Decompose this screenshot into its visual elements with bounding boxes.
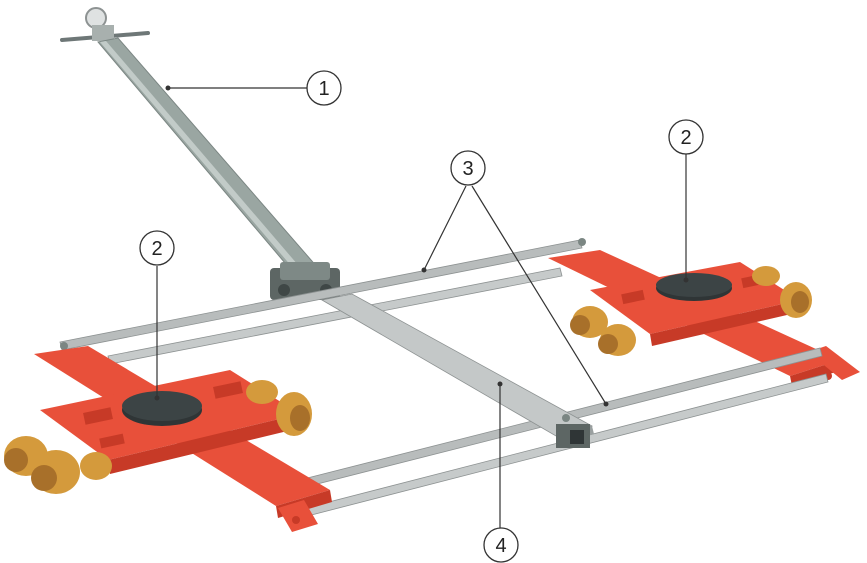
frame-bar-back-outer [59, 239, 583, 351]
centre-clamp-slot [570, 430, 584, 444]
leader-dot [165, 85, 171, 91]
roller [80, 452, 112, 480]
handle-shaft-highlight [100, 41, 304, 274]
callout-1: 1 [306, 70, 342, 106]
roller-hub [791, 291, 809, 313]
callout-circle [450, 150, 486, 186]
bracket-bolt [292, 516, 300, 524]
handle-hinge-top [280, 262, 330, 280]
hinge-pin-left [278, 284, 290, 296]
frame-bolt [578, 238, 586, 246]
roller-hub [598, 334, 618, 354]
leader-dot [683, 277, 689, 283]
callout-2-right: 2 [668, 119, 704, 155]
roller [752, 266, 780, 286]
leader-dot [154, 395, 160, 401]
callout-label: 1 [318, 78, 329, 100]
callout-4: 4 [483, 527, 519, 563]
skate-left-turntable-top [122, 391, 202, 421]
leader-3-a [423, 185, 467, 271]
skate-right-body-side [650, 300, 800, 346]
callout-3: 3 [450, 150, 486, 186]
callout-leaders [156, 87, 687, 528]
skate-right-rollers [570, 266, 812, 356]
leader-dot [497, 381, 503, 387]
skate-left-slot [83, 407, 113, 425]
callout-2-left: 2 [139, 230, 175, 266]
callout-circle [483, 527, 519, 563]
callout-label: 2 [680, 127, 691, 149]
handle-clamp [92, 25, 114, 41]
callout-label: 4 [495, 535, 506, 557]
callout-circle [306, 70, 342, 106]
skate-left-slot [213, 381, 243, 399]
callout-label: 2 [151, 238, 162, 260]
leader-dot [603, 401, 609, 407]
skate-left-slot [99, 433, 125, 449]
tow-handle [60, 7, 340, 300]
roller-hub [570, 315, 590, 335]
frame-bars [59, 238, 829, 521]
skate-left-body-side [108, 414, 300, 474]
skate-right-turntable-top [656, 273, 732, 297]
skate-right [548, 250, 860, 386]
leader-3-b [471, 185, 607, 405]
leader-dot [421, 267, 427, 273]
skate-left-rollers [4, 380, 312, 494]
leader-dots [154, 85, 689, 407]
frame-bolt [562, 414, 570, 422]
skate-right-slot [621, 289, 645, 305]
callout-circle [139, 230, 175, 266]
skate-left-bracket [278, 500, 318, 532]
roller-hub [4, 448, 28, 472]
skate-left [4, 346, 332, 532]
roller [246, 380, 278, 404]
callout-label: 3 [462, 158, 473, 180]
callout-circle [668, 119, 704, 155]
roller-hub [290, 405, 310, 431]
frame-bolt [60, 342, 68, 350]
roller-hub [31, 465, 57, 491]
